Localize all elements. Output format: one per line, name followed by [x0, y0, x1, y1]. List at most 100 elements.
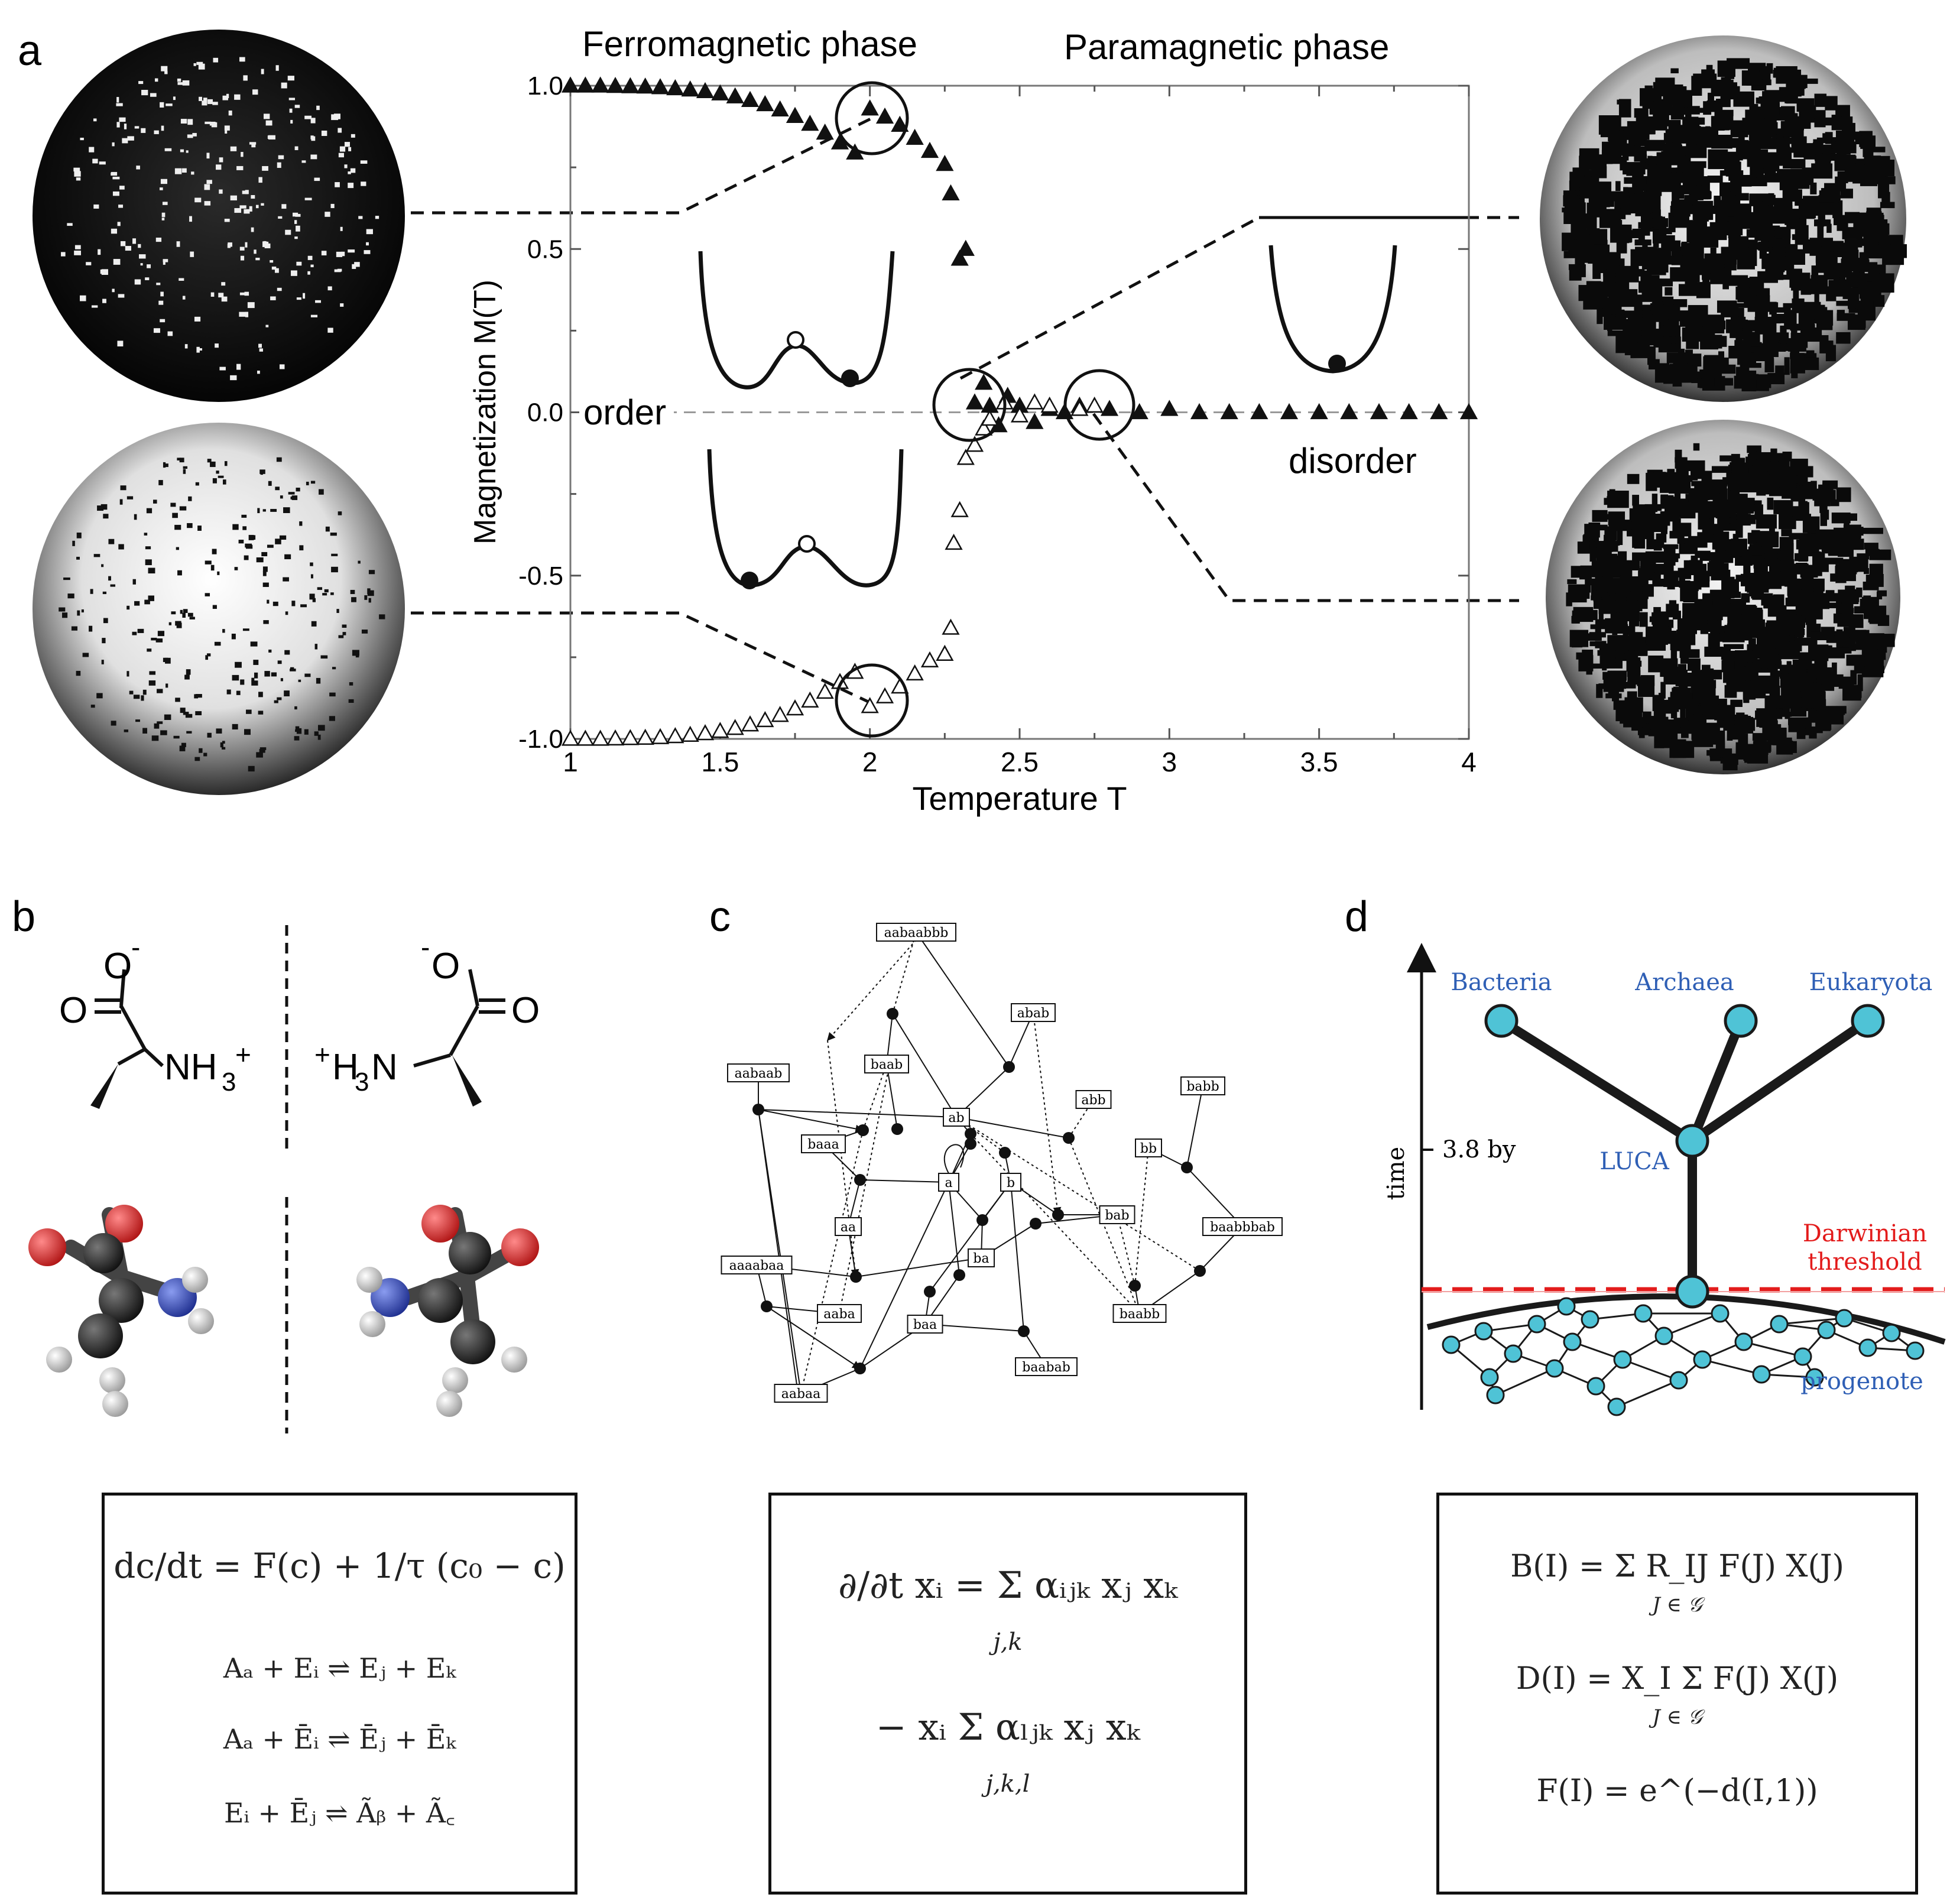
spin-flip: [296, 297, 301, 300]
spin-domain: [1759, 249, 1767, 259]
data-point-filled: [1370, 403, 1388, 420]
spin-flip: [177, 570, 182, 576]
data-point-open: [861, 697, 879, 713]
spin-flip: [258, 692, 263, 698]
progenote-node: [1442, 1335, 1461, 1354]
spin-flip: [99, 161, 106, 165]
x-axis-label: Temperature T: [912, 780, 1127, 817]
node-origin: [1675, 1274, 1709, 1309]
spin-flip: [80, 137, 84, 141]
spin-flip: [230, 146, 237, 151]
spin-flip: [155, 237, 162, 242]
spin-flip: [256, 557, 264, 563]
spin-domain: [1782, 452, 1792, 462]
spin-domain: [1735, 337, 1743, 354]
spin-domain: [1816, 710, 1829, 728]
spin-domain: [1735, 519, 1743, 538]
spin-domain: [1695, 709, 1711, 716]
spin-domain: [1808, 624, 1821, 632]
spin-flip: [236, 166, 244, 170]
spin-flip: [358, 560, 361, 564]
species-label: a: [945, 1176, 952, 1191]
spin-domain: [1695, 108, 1708, 113]
spin-domain: [1783, 303, 1801, 309]
spin-flip: [135, 719, 140, 722]
spin-domain: [1685, 581, 1699, 591]
spin-domain: [1608, 520, 1631, 531]
spin-domain: [1601, 239, 1608, 246]
time-label: time: [1383, 1147, 1410, 1200]
spin-domain: [1806, 350, 1815, 358]
spin-domain: [1568, 264, 1581, 270]
spin-flip: [239, 57, 245, 62]
spin-flip: [132, 579, 136, 585]
spin-flip: [127, 136, 134, 141]
spin-domain: [1769, 523, 1775, 536]
spin-domain: [1760, 102, 1780, 115]
spin-flip: [232, 674, 239, 681]
spin-domain: [1800, 78, 1818, 84]
spin-flip: [330, 203, 335, 209]
spin-flip: [177, 458, 181, 460]
alanine-left-skeletal: [95, 969, 164, 1068]
spin-flip: [157, 631, 165, 637]
sphere-ordered-up: [33, 30, 405, 402]
label-eukaryota: Eukaryota: [1809, 969, 1933, 996]
spin-domain: [1626, 330, 1642, 336]
spin-flip: [315, 300, 322, 303]
spin-domain: [1853, 212, 1867, 229]
spin-domain: [1685, 114, 1692, 123]
x-tick-label: 2.5: [1001, 747, 1039, 777]
spin-domain: [1680, 653, 1689, 664]
panel-label-a: a: [18, 27, 42, 74]
data-point-filled: [1100, 400, 1119, 416]
species-label: aaba: [823, 1307, 855, 1322]
spin-flip: [205, 593, 210, 596]
spin-flip: [90, 589, 93, 594]
spin-domain: [1714, 705, 1735, 721]
spin-domain: [1799, 105, 1816, 119]
progenote-node: [1486, 1386, 1505, 1405]
spin-flip: [331, 553, 338, 556]
spin-flip: [259, 749, 265, 753]
reaction-node: [854, 1363, 866, 1374]
spin-domain: [1685, 279, 1698, 291]
panel-label-b: b: [12, 893, 35, 940]
spin-domain: [1764, 358, 1774, 372]
right-h: H: [332, 1047, 359, 1088]
spin-flip: [180, 119, 187, 124]
spin-domain: [1868, 647, 1878, 653]
spin-flip: [240, 679, 245, 685]
spin-domain: [1771, 686, 1780, 697]
spin-flip: [257, 508, 260, 514]
spin-domain: [1627, 670, 1641, 677]
spin-flip: [254, 249, 257, 254]
spin-domain: [1679, 541, 1698, 554]
spin-flip: [278, 216, 283, 219]
spin-domain: [1849, 556, 1867, 567]
spin-domain: [1791, 697, 1802, 708]
spin-domain: [1833, 613, 1842, 624]
spin-flip: [118, 205, 124, 208]
spin-domain: [1835, 564, 1847, 583]
reaction-node: [752, 1104, 764, 1115]
spin-flip: [255, 258, 260, 261]
spin-flip: [275, 486, 280, 491]
spin-domain: [1751, 195, 1763, 203]
data-point-open: [965, 436, 984, 452]
x-tick-label: 3: [1162, 747, 1177, 777]
spin-domain: [1880, 202, 1895, 209]
spin-flip: [195, 482, 199, 486]
spin-domain: [1794, 143, 1799, 151]
spin-domain: [1802, 167, 1814, 186]
species-label: baaa: [807, 1137, 839, 1152]
spin-domain: [1663, 89, 1669, 109]
spin-flip: [119, 499, 123, 505]
spin-flip: [124, 124, 127, 129]
spin-domain: [1863, 581, 1879, 591]
spin-domain: [1805, 551, 1815, 557]
spin-flip: [120, 485, 126, 491]
spin-flip: [74, 171, 81, 177]
spin-domain: [1687, 677, 1701, 687]
spin-flip: [160, 102, 164, 108]
